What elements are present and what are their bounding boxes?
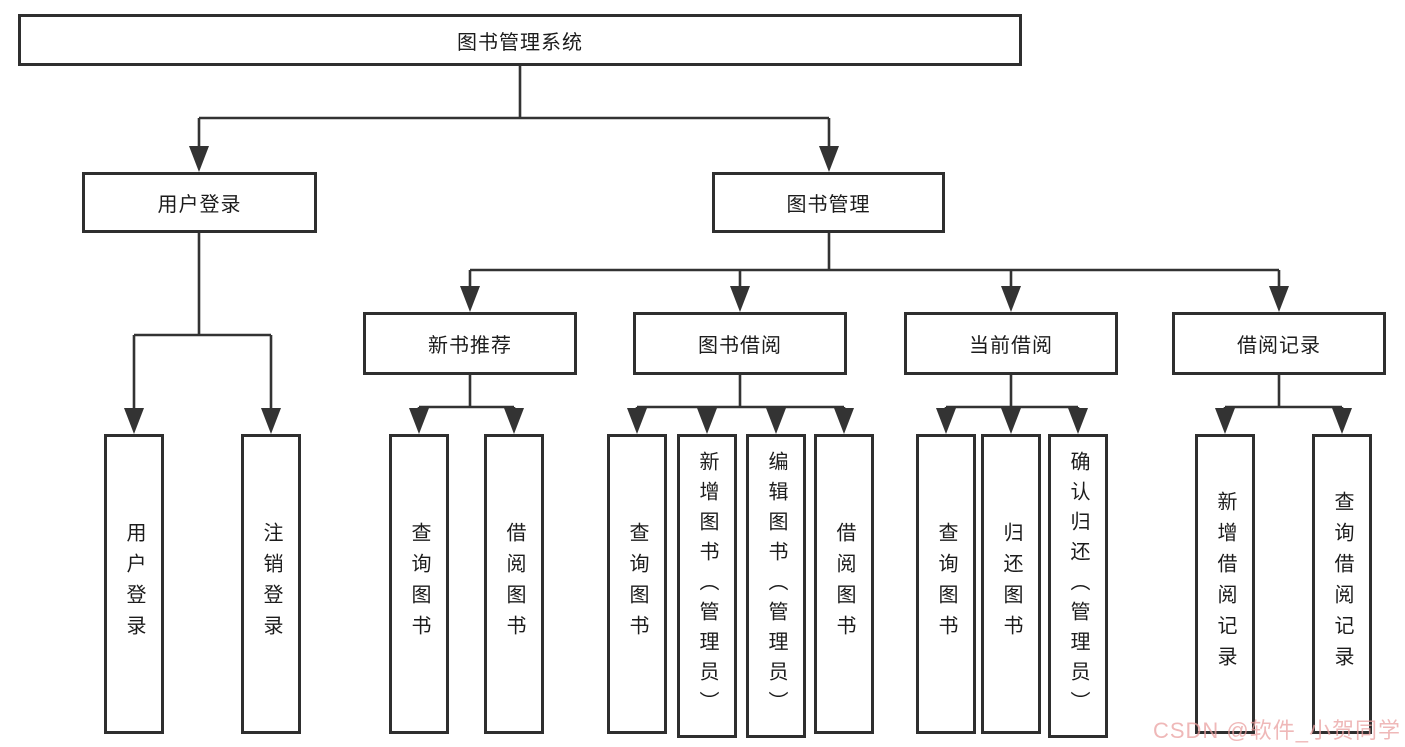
arrow-user-login (189, 146, 209, 172)
node-current-borrow-label: 当前借阅 (969, 335, 1053, 357)
arrow-current-borrow (1001, 286, 1021, 312)
leaf-logout: 注销登录 (241, 434, 301, 734)
arrow-leaf-confirm-return-admin (1068, 408, 1088, 434)
leaf-query-borrow-record-label: 查询借阅记录 (1331, 491, 1353, 677)
leaf-confirm-return-admin: 确认归还（管理员） (1048, 434, 1108, 738)
connector-current-split (944, 375, 1080, 410)
leaf-query-books-current-label: 查询图书 (935, 522, 957, 646)
leaf-borrow-books-recommend-label: 借阅图书 (503, 522, 525, 646)
arrow-leaf-query-books-current (936, 408, 956, 434)
arrow-leaf-add-borrow-record (1215, 408, 1235, 434)
arrow-book-borrow (730, 286, 750, 312)
leaf-query-books-borrow: 查询图书 (607, 434, 667, 734)
node-user-login: 用户登录 (82, 172, 317, 233)
leaf-add-borrow-record: 新增借阅记录 (1195, 434, 1255, 734)
leaf-borrow-books: 借阅图书 (814, 434, 874, 734)
leaf-query-books-current: 查询图书 (916, 434, 976, 734)
node-borrow-records: 借阅记录 (1172, 312, 1386, 375)
node-current-borrow: 当前借阅 (904, 312, 1118, 375)
arrow-leaf-query-borrow-record (1332, 408, 1352, 434)
node-new-book-recommend-label: 新书推荐 (428, 335, 512, 357)
leaf-query-books-recommend-label: 查询图书 (408, 522, 430, 646)
leaf-add-books-admin-label: 新增图书（管理员） (696, 451, 718, 721)
arrow-leaf-add-books-admin (697, 408, 717, 434)
node-new-book-recommend: 新书推荐 (363, 312, 577, 375)
leaf-borrow-books-label: 借阅图书 (833, 522, 855, 646)
arrowheads (124, 146, 1352, 434)
arrow-leaf-query-books-recommend (409, 408, 429, 434)
node-root: 图书管理系统 (18, 14, 1022, 66)
arrow-leaf-return-books (1001, 408, 1021, 434)
arrow-leaf-borrow-books (834, 408, 854, 434)
connector-record-split (1223, 375, 1344, 410)
node-borrow-records-label: 借阅记录 (1237, 335, 1321, 357)
leaf-add-borrow-record-label: 新增借阅记录 (1214, 491, 1236, 677)
watermark: CSDN @软件_小贺同学 (1152, 718, 1401, 743)
leaf-query-borrow-record: 查询借阅记录 (1312, 434, 1372, 734)
leaf-query-books-recommend: 查询图书 (389, 434, 449, 734)
node-book-borrow-label: 图书借阅 (698, 335, 782, 357)
arrow-borrow-records (1269, 286, 1289, 312)
leaf-confirm-return-admin-label: 确认归还（管理员） (1067, 451, 1089, 721)
node-book-borrow: 图书借阅 (633, 312, 847, 375)
leaf-edit-books-admin: 编辑图书（管理员） (746, 434, 806, 738)
connector-recommend-split (417, 375, 516, 410)
connector-borrow-split (635, 375, 846, 410)
leaf-query-books-borrow-label: 查询图书 (626, 522, 648, 646)
leaf-user-login-label: 用户登录 (123, 522, 145, 646)
leaf-edit-books-admin-label: 编辑图书（管理员） (765, 451, 787, 721)
leaf-add-books-admin: 新增图书（管理员） (677, 434, 737, 738)
leaf-logout-label: 注销登录 (260, 522, 282, 646)
connector-login-split (132, 233, 273, 410)
node-book-management: 图书管理 (712, 172, 945, 233)
arrow-new-book-recommend (460, 286, 480, 312)
arrow-leaf-user-login (124, 408, 144, 434)
arrow-leaf-borrow-books-recommend (504, 408, 524, 434)
connector-manage-split (468, 233, 1281, 288)
connector-root-split (197, 66, 831, 148)
arrow-leaf-edit-books-admin (766, 408, 786, 434)
leaf-borrow-books-recommend: 借阅图书 (484, 434, 544, 734)
arrow-leaf-query-books-borrow (627, 408, 647, 434)
arrow-book-management (819, 146, 839, 172)
node-user-login-label: 用户登录 (157, 194, 242, 216)
node-root-label: 图书管理系统 (457, 31, 583, 54)
leaf-return-books: 归还图书 (981, 434, 1041, 734)
leaf-user-login: 用户登录 (104, 434, 164, 734)
arrow-leaf-logout (261, 408, 281, 434)
leaf-return-books-label: 归还图书 (1000, 522, 1022, 646)
node-book-management-label: 图书管理 (786, 194, 871, 216)
